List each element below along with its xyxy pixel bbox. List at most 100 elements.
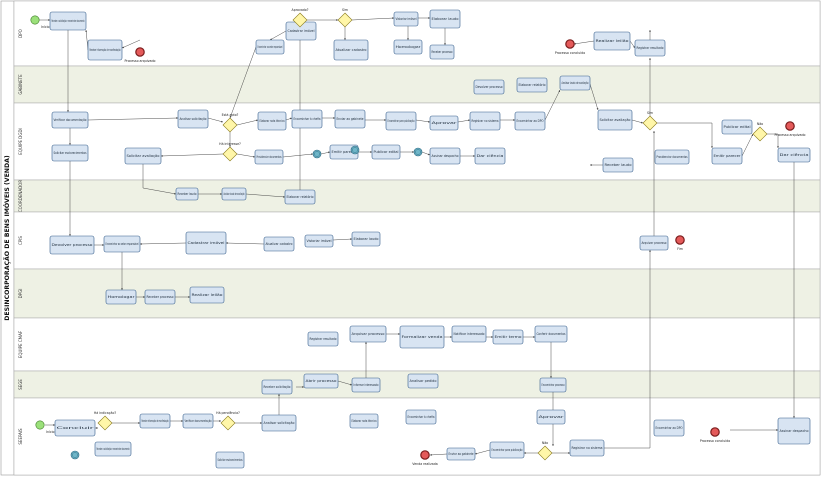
task: Encaminhar ao setor responsável [103, 235, 141, 253]
flow-arrowhead [270, 38, 272, 40]
task: Encaminhar ao DPO [653, 419, 685, 437]
lane-0 [13, 0, 821, 67]
task-label: Receber a solicitação e encaminhar docum… [52, 19, 85, 23]
task-label: Dar ciência [780, 153, 809, 157]
task: Dar ciência [474, 147, 506, 165]
flow-arrowhead [777, 146, 779, 148]
flow-arrowhead [140, 243, 142, 245]
task: Assinar despacho [429, 147, 461, 165]
task-label: Devolver processo [52, 243, 93, 247]
flow-arrowhead [350, 383, 352, 386]
task: Analisar solicitação [261, 414, 297, 432]
task-box [429, 44, 455, 60]
task-box [393, 11, 419, 27]
task-box [105, 289, 137, 305]
task: Vistoriar imóvel [304, 234, 334, 248]
task-box [49, 11, 87, 31]
sequence-flow [332, 238, 353, 241]
task-label: Receber laudo [605, 163, 632, 167]
task-label: Analisar solicitação [264, 421, 295, 425]
task-box [371, 144, 401, 160]
end-circle [565, 39, 575, 49]
task: Homologar [393, 39, 423, 55]
task: Encaminhar ao DPO [514, 111, 546, 131]
gateway: Há pendência? [216, 411, 240, 431]
task-label: Receber solicitação [264, 385, 291, 389]
gateway: Sim [642, 111, 658, 131]
task-box [177, 109, 209, 129]
task-box [349, 413, 379, 429]
sequence-flow [160, 153, 224, 157]
task-box [51, 144, 89, 162]
sequence-flow [236, 119, 259, 126]
task: Aprovar [429, 115, 459, 131]
task: Conferir documentos [534, 325, 568, 343]
task-label: Homologar [396, 45, 422, 49]
flow-arrowhead [384, 119, 386, 121]
task: Enviar ao gabinete [334, 109, 366, 129]
task-label: Providenciar documentos [657, 155, 688, 159]
end-event: Fim [675, 235, 685, 251]
end-circle [135, 47, 145, 57]
task-label: Formalizar venda [402, 335, 443, 339]
sequence-flow [573, 40, 595, 45]
task-label: Elaborar nota técnica [352, 419, 377, 423]
flow-arrowhead [161, 155, 163, 157]
flow-arrowhead [633, 46, 635, 48]
flow-arrowhead [552, 444, 554, 446]
task: Solicitar avaliação [597, 109, 633, 131]
intermediate-event [413, 147, 423, 157]
task: Analisar laudo de avaliação [221, 187, 247, 201]
flow-arrowhead [450, 336, 452, 338]
task-box [593, 31, 631, 51]
gateway-diamond [292, 12, 308, 28]
task-label: Cadastrar imóvel [288, 29, 315, 33]
task-label: Emitir termo [495, 335, 522, 339]
task-box [307, 331, 339, 347]
flow-arrowhead [590, 164, 592, 166]
task: Registrar no sistema [469, 111, 501, 131]
task-label: Encaminhar para publicação [492, 448, 523, 452]
task-box [221, 187, 247, 201]
task-label: Verificar documentação [185, 419, 212, 423]
flow-arrowhead [428, 17, 430, 19]
flow-arrowhead [473, 155, 475, 157]
task-box [473, 79, 505, 95]
task-box [215, 451, 245, 469]
task-label: Vistoriar imóvel [396, 17, 417, 21]
gateway: Sim [337, 8, 353, 28]
sequence-flow [544, 89, 561, 121]
gateway-diamond [222, 146, 238, 162]
task-box [711, 147, 743, 165]
intermediate-ring [72, 452, 78, 458]
task-box [263, 236, 295, 252]
task-box [94, 441, 132, 457]
task-box [51, 111, 89, 129]
flow-arrowhead [407, 38, 409, 40]
lane-1 [13, 65, 821, 104]
task: Publicar edital [721, 119, 753, 135]
flow-arrowhead [69, 234, 71, 236]
task-box [516, 77, 548, 93]
sequence-flow [474, 449, 491, 455]
task-label: Emitir parecer [332, 150, 358, 154]
task: Registrar resultado [307, 331, 339, 347]
sequence-flow [415, 119, 431, 123]
end-label: Processo arquivado [774, 133, 805, 137]
gateway-label: Não [542, 441, 548, 445]
task-box [54, 419, 96, 437]
task-label: Conferir documentos [537, 332, 566, 336]
task: Providenciar documentos [254, 149, 284, 165]
start-circle [35, 420, 45, 430]
task-label: Encaminhar ao DPO [656, 426, 683, 430]
flow-arrowhead [491, 336, 493, 338]
task-box [385, 111, 417, 131]
end-label: Venda realizada [412, 462, 437, 466]
end-circle [420, 450, 430, 460]
end-label: Processo concluído [555, 51, 585, 55]
intermediate-event [350, 145, 360, 155]
task-label: Analisar pedido [410, 379, 437, 383]
task-label: Solicitar avaliação [600, 118, 631, 122]
task: Registrar resultado [634, 39, 666, 57]
